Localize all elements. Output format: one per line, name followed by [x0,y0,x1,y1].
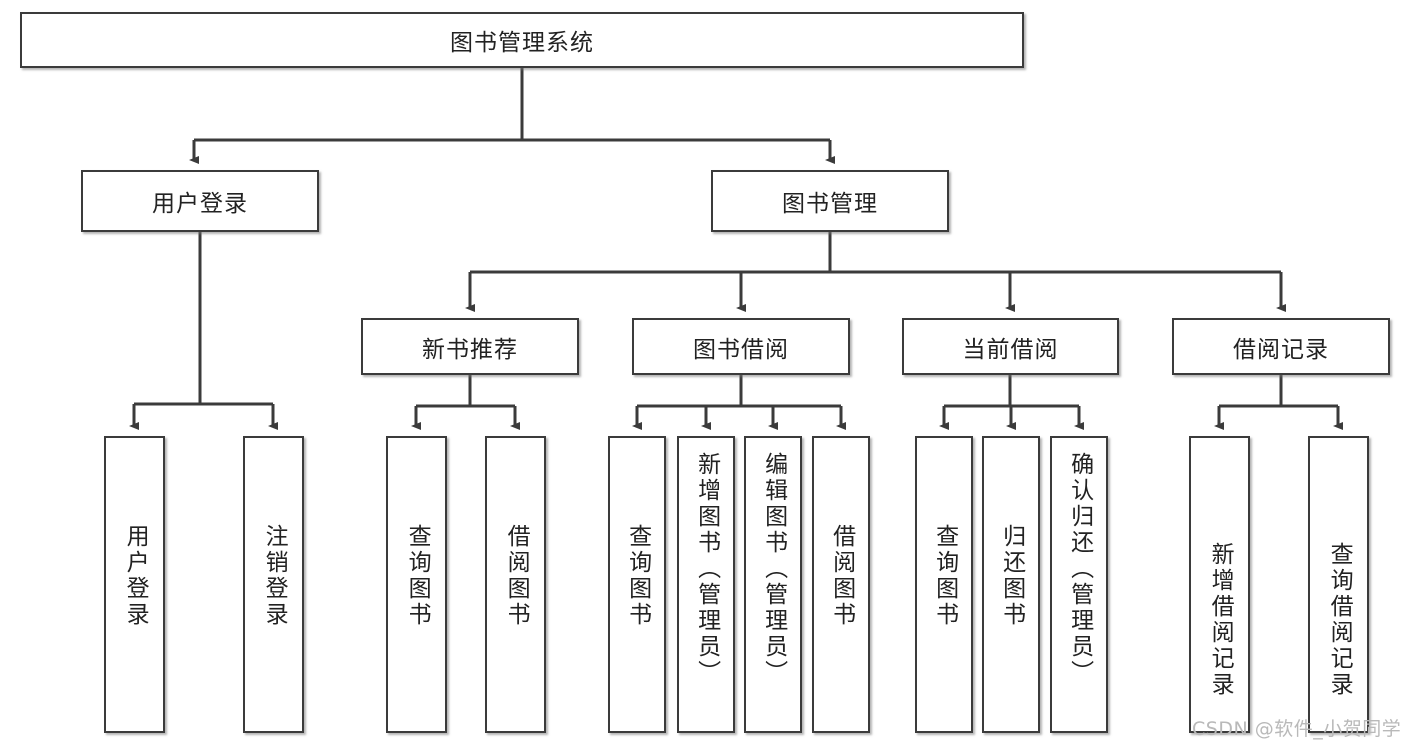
leaf-borrow-book[interactable]: 借阅图书 [812,436,870,733]
leaf-logout[interactable]: 注销登录 [243,436,304,733]
node-root-label: 图书管理系统 [450,30,594,56]
node-user-login[interactable]: 用户登录 [81,170,319,232]
leaf-query-book-borrow[interactable]: 查询图书 [608,436,666,733]
leaf-query-book-new[interactable]: 查询图书 [386,436,447,733]
leaf-query-borrow-record[interactable]: 查询借阅记录 [1308,436,1369,733]
leaf-return-book[interactable]: 归还图书 [982,436,1040,733]
node-book-management[interactable]: 图书管理 [711,170,949,232]
node-book-borrow[interactable]: 图书借阅 [632,318,850,375]
node-current-borrow[interactable]: 当前借阅 [902,318,1119,375]
leaf-borrow-book-new[interactable]: 借阅图书 [485,436,546,733]
node-borrow-record-label: 借阅记录 [1233,336,1329,363]
node-borrow-record[interactable]: 借阅记录 [1172,318,1390,375]
leaf-label: 借阅图书 [828,524,855,628]
node-book-borrow-label: 图书借阅 [693,336,789,363]
leaf-label: 新增借阅记录 [1207,542,1234,698]
leaf-label: 确认归还（管理员） [1066,452,1093,686]
leaf-edit-book-admin[interactable]: 编辑图书（管理员） [744,436,802,733]
node-new-book-recommend-label: 新书推荐 [422,336,518,363]
node-root[interactable]: 图书管理系统 [20,12,1024,68]
leaf-label: 用户登录 [122,524,149,628]
leaf-label: 查询图书 [624,524,651,628]
leaf-label: 归还图书 [998,524,1025,628]
leaf-label: 新增图书（管理员） [693,452,720,686]
leaf-label: 查询借阅记录 [1326,542,1353,698]
leaf-add-borrow-record[interactable]: 新增借阅记录 [1189,436,1250,733]
node-user-login-label: 用户登录 [152,191,248,217]
leaf-label: 查询图书 [404,524,431,628]
leaf-add-book-admin[interactable]: 新增图书（管理员） [677,436,735,733]
leaf-label: 编辑图书（管理员） [760,452,787,686]
leaf-label: 借阅图书 [503,524,530,628]
node-book-management-label: 图书管理 [782,191,878,217]
leaf-confirm-return-admin[interactable]: 确认归还（管理员） [1050,436,1108,733]
node-current-borrow-label: 当前借阅 [962,336,1059,363]
leaf-label: 注销登录 [261,524,288,628]
watermark-text: CSDN @软件_小贺同学 [1192,718,1402,740]
leaf-query-book-current[interactable]: 查询图书 [915,436,973,733]
leaf-label: 查询图书 [931,524,958,628]
leaf-user-login[interactable]: 用户登录 [104,436,165,733]
node-new-book-recommend[interactable]: 新书推荐 [361,318,579,375]
